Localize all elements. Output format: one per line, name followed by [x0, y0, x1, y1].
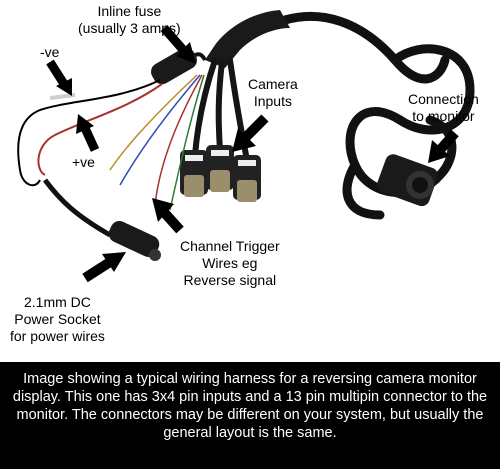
monitor-connector [377, 154, 438, 207]
dc-socket [43, 178, 161, 261]
channel-trigger-label: Channel Trigger Wires eg Reverse signal [180, 238, 280, 288]
trigger-wires [109, 74, 205, 211]
negative-wire-label: -ve [40, 44, 60, 60]
dc-socket-label: 2.1mm DC Power Socket for power wires [10, 294, 105, 344]
annotation-arrows [46, 25, 459, 283]
positive-wire-label: +ve [72, 154, 95, 170]
camera-inputs-label: Camera Inputs [248, 76, 298, 109]
inline-fuse-label: Inline fuse (usually 3 amps) [78, 3, 181, 36]
breakout-junction [205, 10, 290, 68]
camera-connectors [180, 145, 261, 202]
camera-cables [192, 57, 250, 163]
connection-to-monitor-label: Connection to monitor [408, 91, 479, 124]
wiring-harness-photo [17, 10, 475, 283]
caption-bar: Image showing a typical wiring harness f… [0, 362, 500, 469]
power-wires [17, 79, 163, 187]
caption-text: Image showing a typical wiring harness f… [12, 371, 488, 441]
